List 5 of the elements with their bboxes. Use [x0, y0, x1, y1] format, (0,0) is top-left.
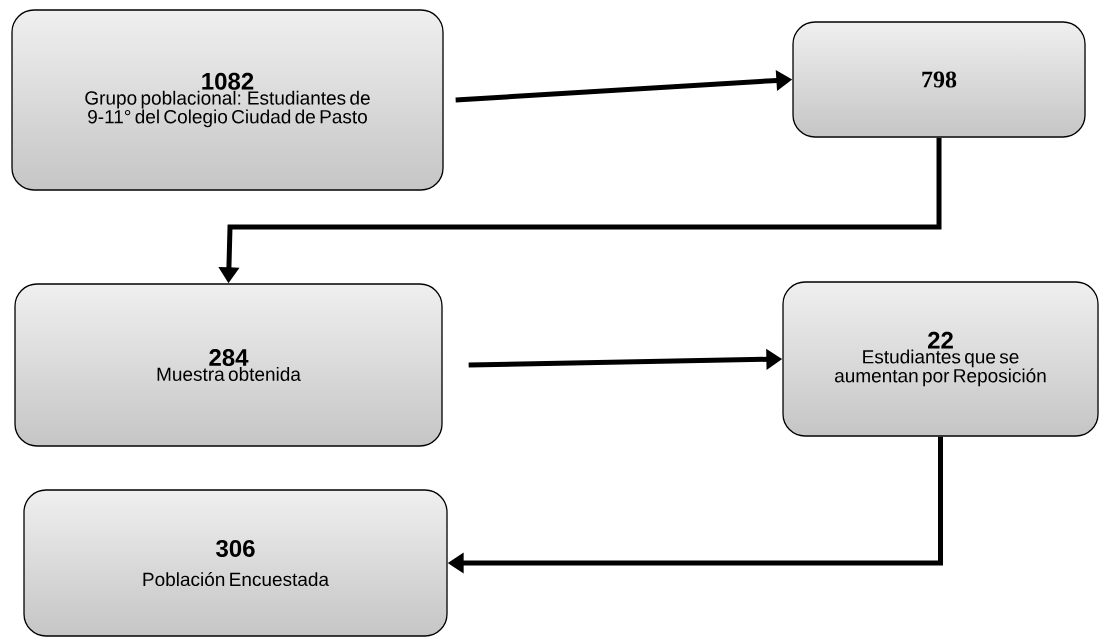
process-box: 798: [792, 21, 1086, 138]
process-box: 284 Muestra obtenida: [14, 283, 443, 447]
process-box: 306 Población Encuestada: [23, 489, 448, 637]
process-box: 22 Estudiantes que se aumentan por Reposición: [782, 281, 1099, 437]
process-box: 1082 Grupo poblacional: Estudiantes de 9-11° del Colegio Ciudad de Pasto: [11, 9, 444, 191]
